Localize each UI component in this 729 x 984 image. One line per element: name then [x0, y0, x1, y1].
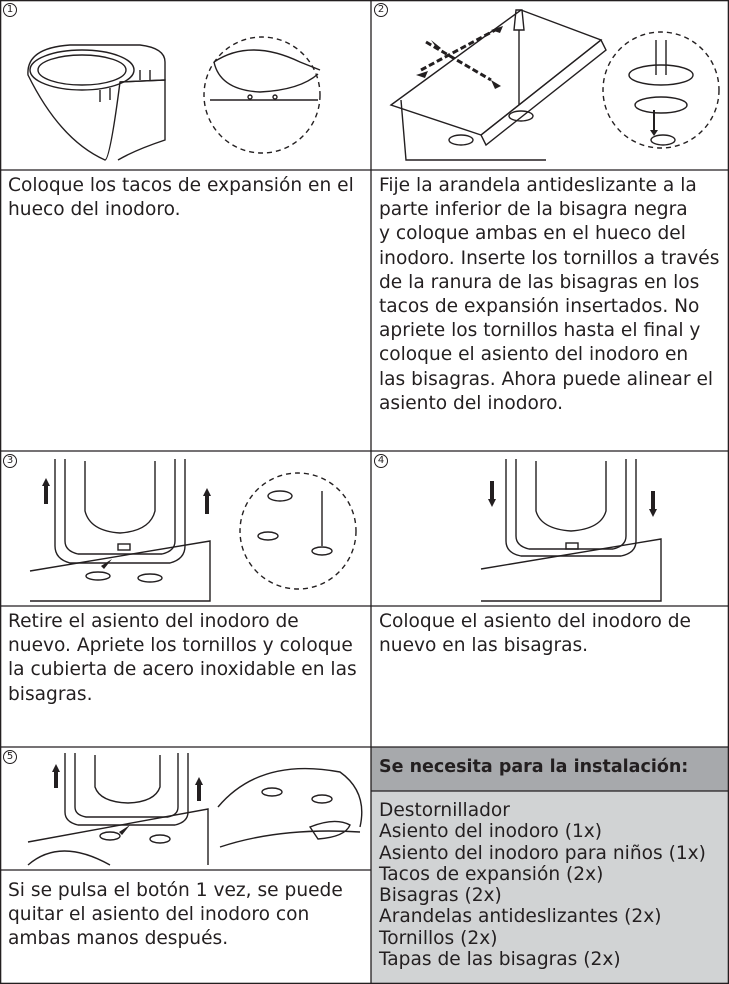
step-2-description: Fije la arandela antideslizante a la par…	[379, 175, 720, 414]
requirements-title: Se necesita para la instalación:	[379, 757, 689, 777]
step-1-text-cell: Coloque los tacos de expansión en el hue…	[0, 170, 371, 451]
requirement-item: Asiento del inodoro para niños (1x)	[379, 842, 706, 864]
step-2-figure: 2	[371, 0, 729, 170]
step-2-illustration	[389, 9, 720, 161]
step-4-text-cell: Coloque el asiento del inodoro de nuevo …	[371, 606, 729, 747]
step-3-text-cell: Retire el asiento del inodoro de nuevo. …	[0, 606, 371, 747]
step-5-illustration	[27, 753, 363, 866]
step-3-description: Retire el asiento del inodoro de nuevo. …	[8, 611, 357, 705]
step-1-illustration	[27, 36, 321, 161]
step-5-description: Si se pulsa el botón 1 vez, se puede qui…	[8, 880, 343, 950]
requirements-list: Destornillador Asiento del inodoro (1x) …	[371, 791, 729, 984]
requirement-item: Tornillos (2x)	[379, 927, 498, 949]
requirement-item: Asiento del inodoro (1x)	[379, 821, 603, 843]
step-1-description: Coloque los tacos de expansión en el hue…	[8, 175, 354, 221]
step-4-illustration	[480, 459, 662, 602]
step-5-text-cell: Si se pulsa el botón 1 vez, se puede qui…	[0, 870, 371, 984]
requirements-header: Se necesita para la instalación:	[371, 747, 729, 791]
requirement-item: Bisagras (2x)	[379, 885, 502, 907]
step-4-description: Coloque el asiento del inodoro de nuevo …	[379, 611, 691, 657]
requirement-item: Tacos de expansión (2x)	[379, 863, 604, 885]
step-5-figure: 5	[0, 747, 371, 870]
requirement-item: Destornillador	[379, 800, 510, 821]
step-4-figure: 4	[371, 451, 729, 606]
step-1-figure: 1	[0, 0, 371, 170]
step-3-illustration	[29, 459, 357, 602]
step-2-text-cell: Fije la arandela antideslizante a la par…	[371, 170, 729, 451]
requirement-item: Arandelas antideslizantes (2x)	[379, 906, 662, 928]
requirement-item: Tapas de las bisagras (2x)	[379, 949, 621, 971]
step-3-figure: 3	[0, 451, 371, 606]
